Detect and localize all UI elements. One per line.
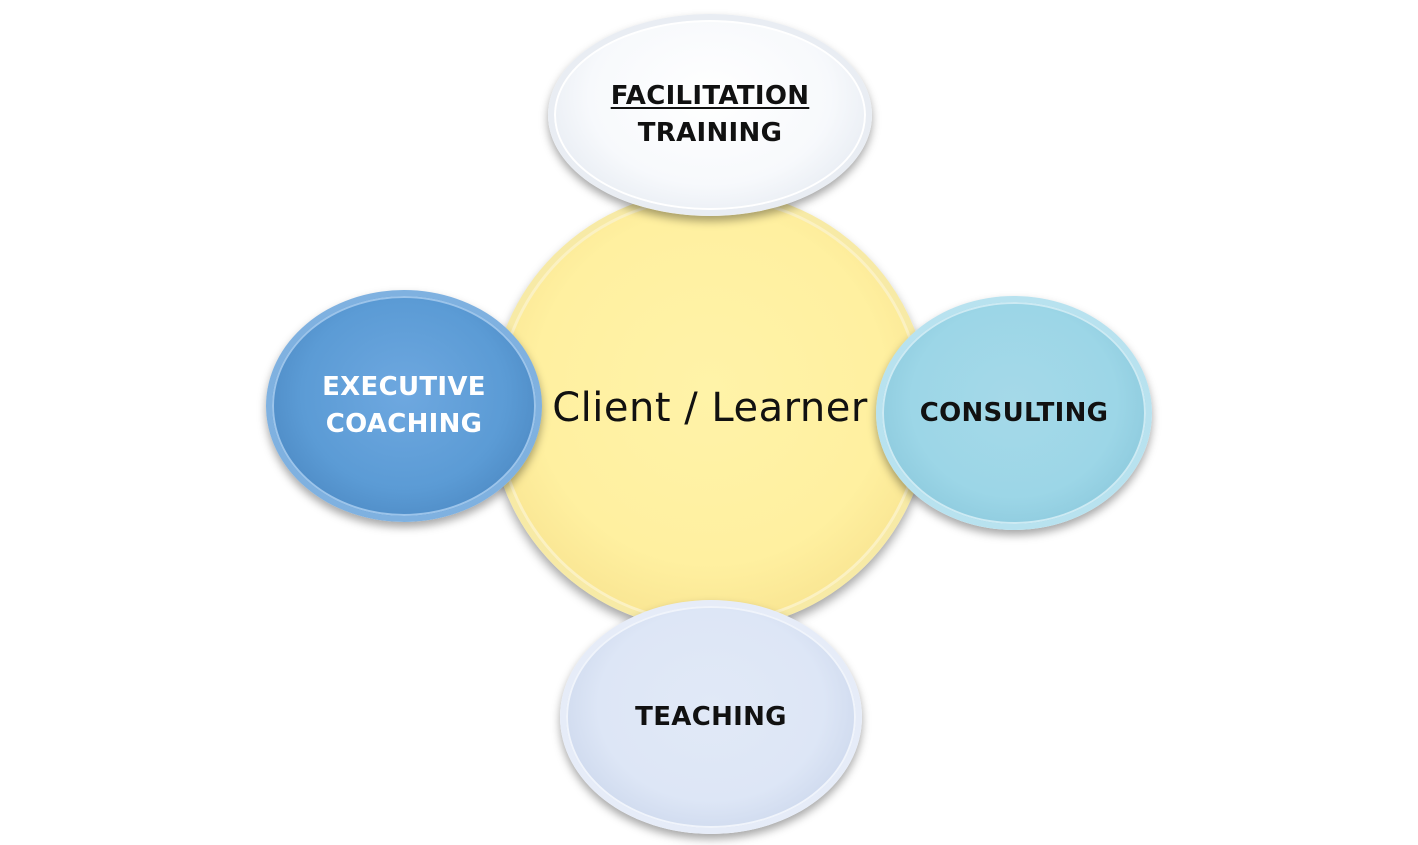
node-bottom-line1: TEACHING <box>635 701 787 732</box>
node-executive-coaching: EXECUTIVE COACHING <box>266 290 542 522</box>
node-teaching: TEACHING <box>560 600 862 834</box>
node-right-line1: CONSULTING <box>919 397 1109 428</box>
center-circle: Client / Learner <box>490 190 930 630</box>
node-consulting: CONSULTING <box>876 296 1152 530</box>
node-left-line2: COACHING <box>325 409 483 439</box>
center-label: Client / Learner <box>552 385 868 431</box>
node-left-line1: EXECUTIVE <box>322 372 486 402</box>
node-top-line2: TRAINING <box>637 118 783 148</box>
node-top-line1: FACILITATION <box>610 81 810 111</box>
node-facilitation-training: FACILITATION TRAINING <box>548 14 872 216</box>
